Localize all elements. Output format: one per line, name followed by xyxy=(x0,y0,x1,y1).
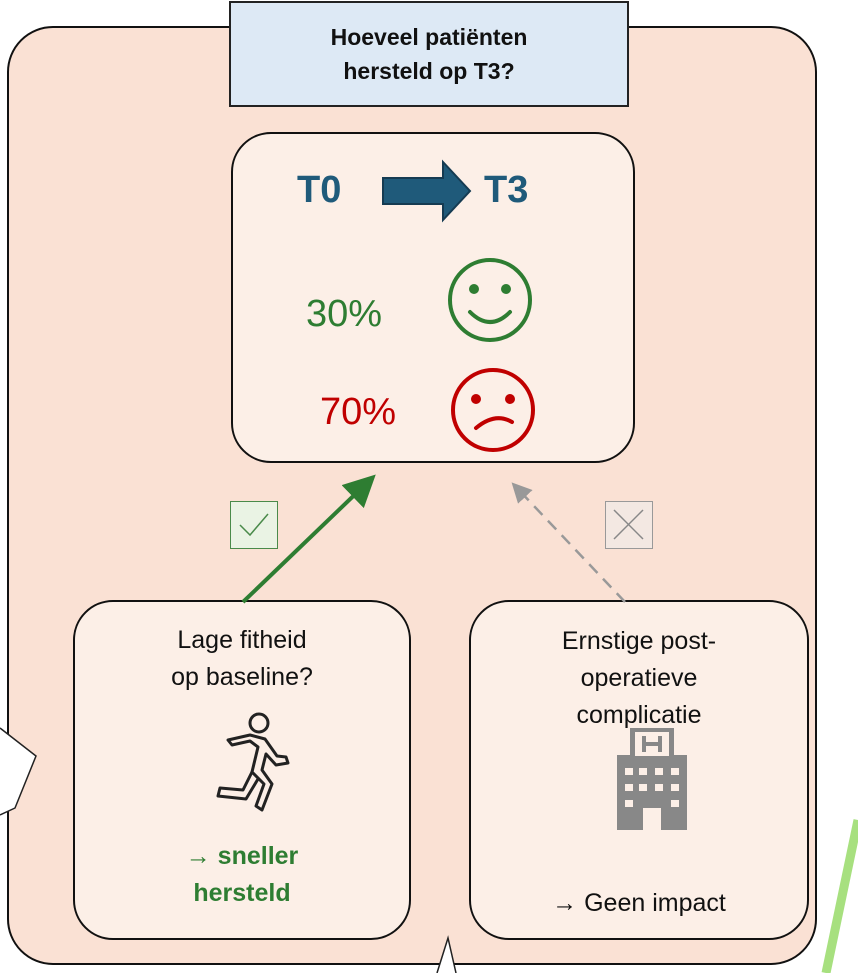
checkmark-icon xyxy=(239,513,269,537)
t3-label: T3 xyxy=(484,169,529,211)
cross-box xyxy=(605,501,653,549)
checkmark-box xyxy=(230,501,278,549)
fitness-question: Lage fitheid op baseline? xyxy=(171,626,313,691)
cross-icon xyxy=(613,509,644,540)
decorative-green-stroke xyxy=(821,819,858,973)
outcome-card xyxy=(231,132,635,463)
fitness-result: → sneller hersteld xyxy=(185,842,299,907)
title-text: Hoeveel patiënten hersteld op T3? xyxy=(330,24,528,84)
recovered-percent: 30% xyxy=(306,293,383,335)
not-recovered-percent: 70% xyxy=(320,391,397,433)
t0-label: T0 xyxy=(297,169,342,211)
complication-result: → Geen impact xyxy=(552,889,726,917)
title-box: Hoeveel patiënten hersteld op T3? xyxy=(229,1,629,107)
complication-text: Ernstige post- operatieve complicatie xyxy=(561,627,717,729)
